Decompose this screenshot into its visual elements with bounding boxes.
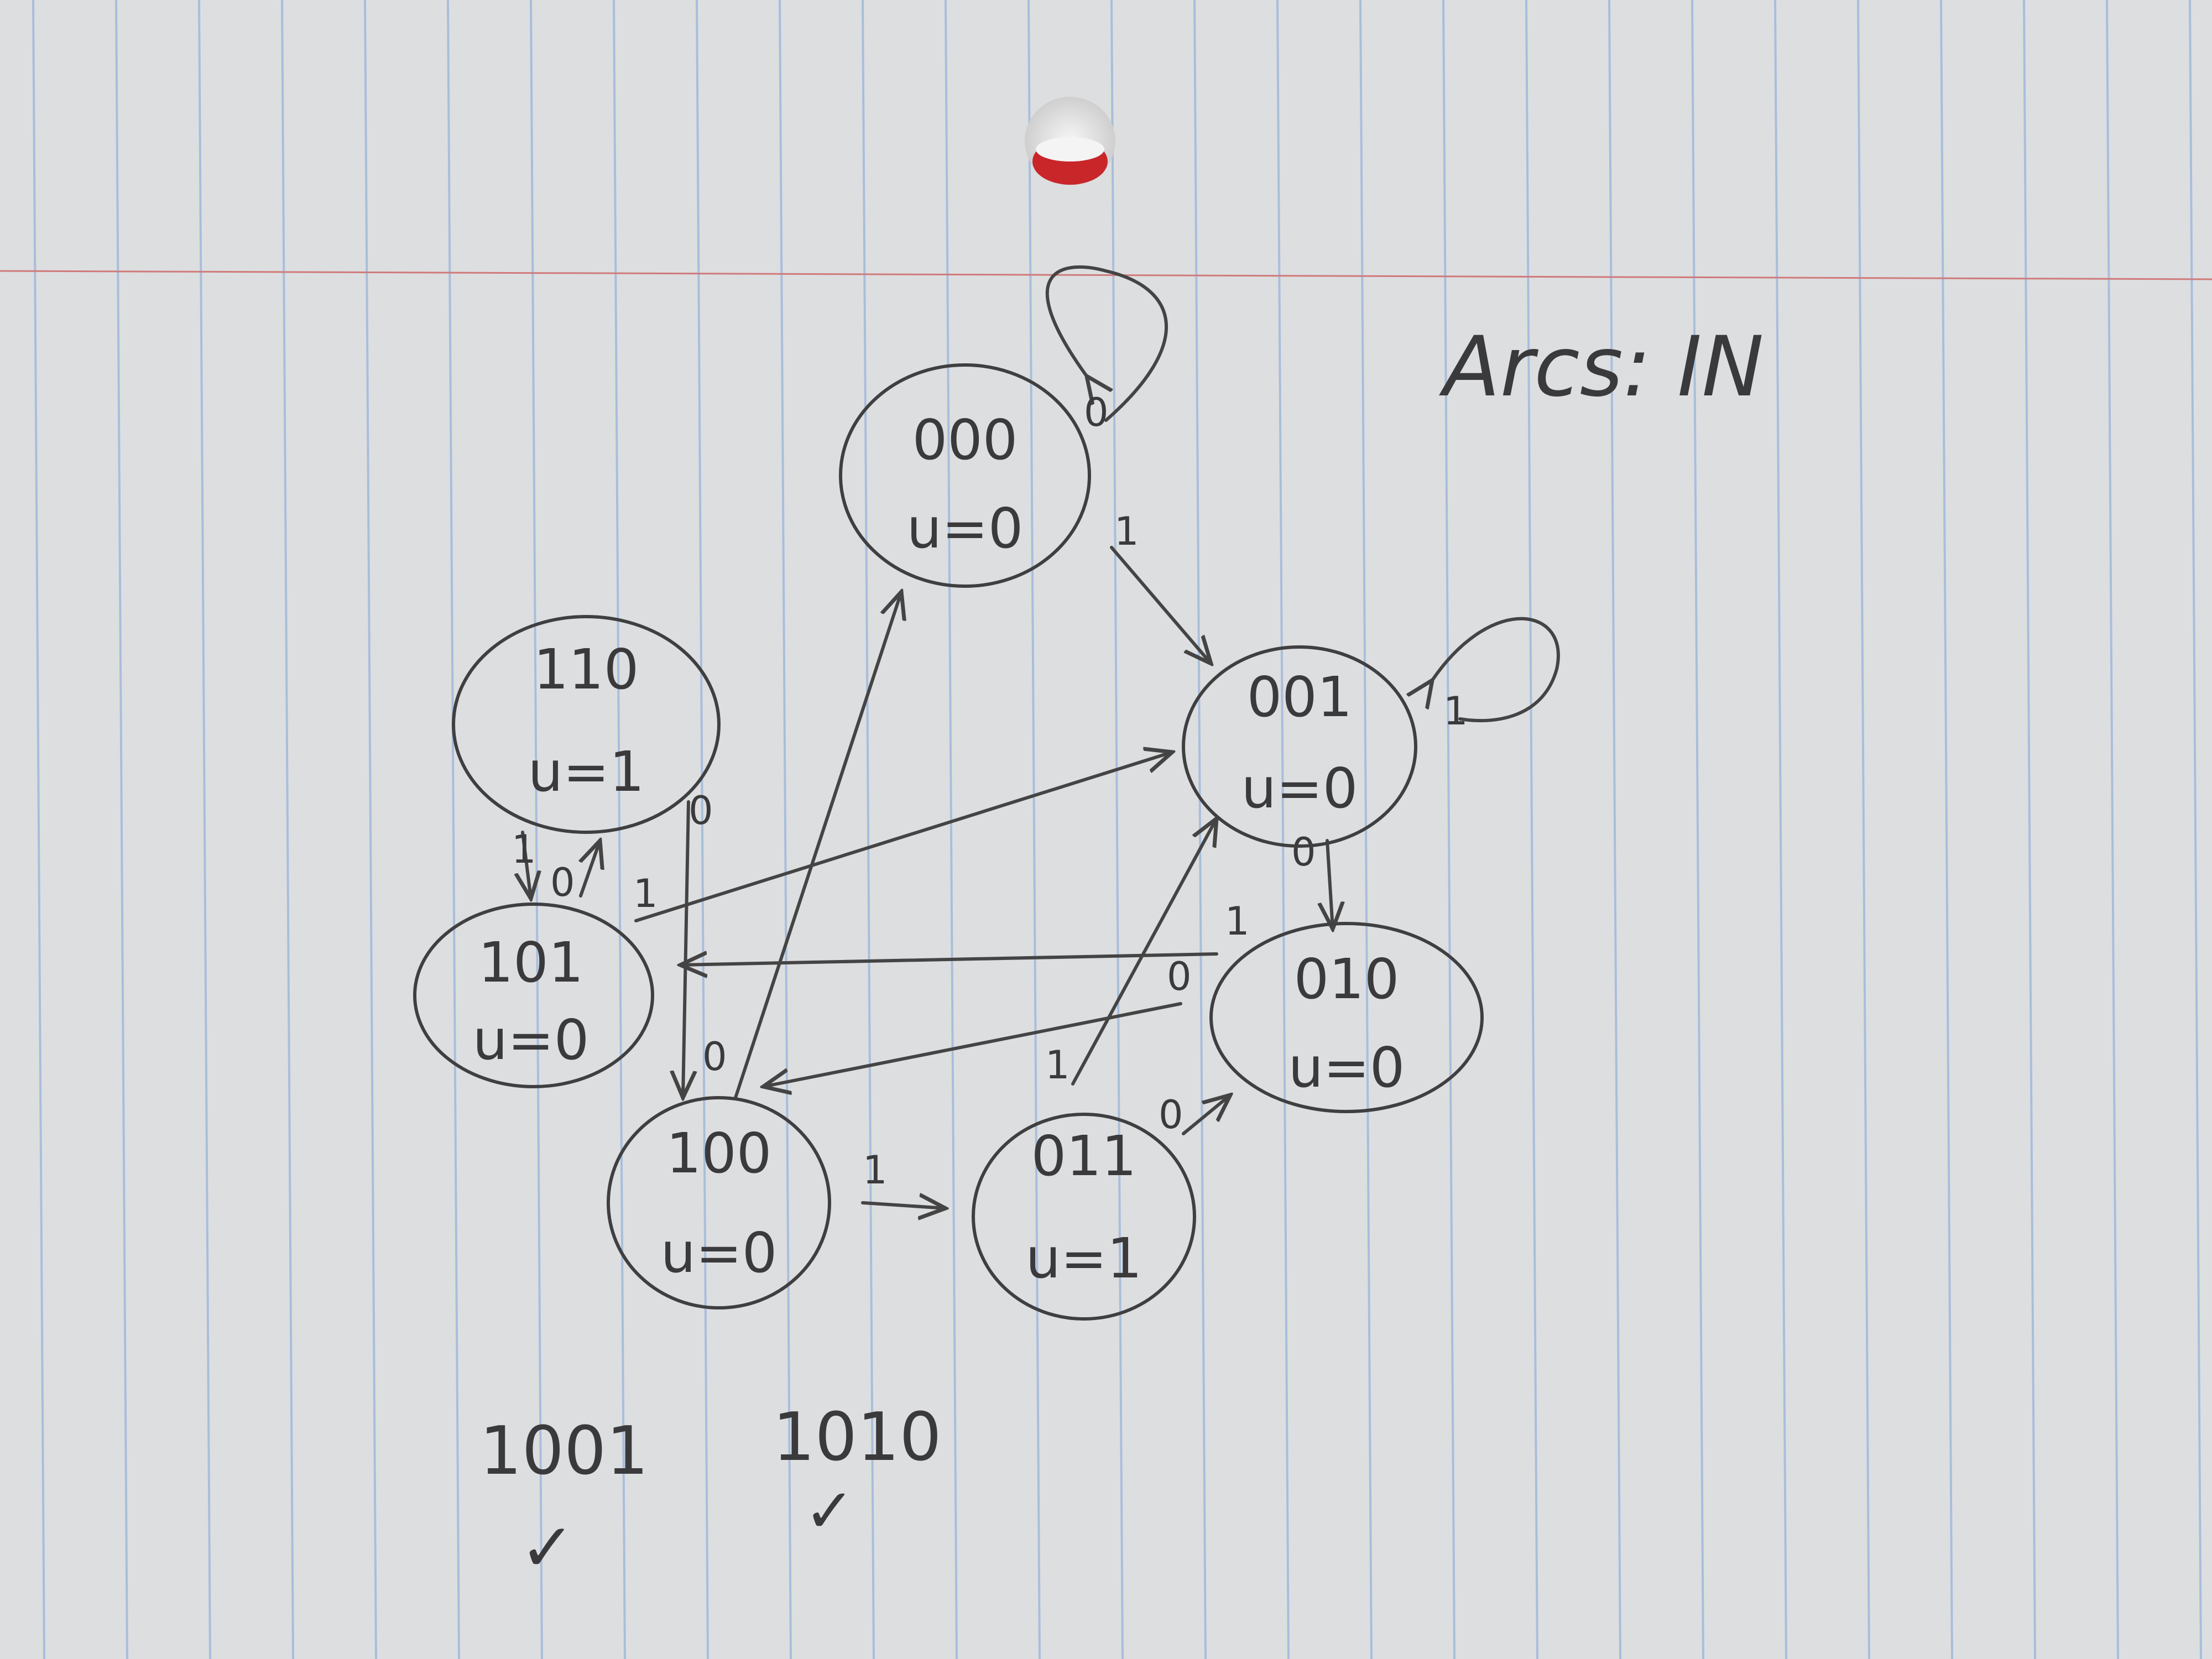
transition-110-100: [683, 800, 688, 1098]
state-output: u=0: [661, 1220, 778, 1285]
transition-000-self: [1045, 265, 1168, 422]
state-output: u=0: [1241, 756, 1358, 821]
test-sequence-1010: 1010 ✓: [773, 1399, 941, 1546]
state-output: u=0: [473, 1008, 589, 1072]
ruled-line: [281, 0, 294, 1659]
label-010-101: 1: [1225, 899, 1250, 944]
sequence-value: 1001: [479, 1413, 648, 1490]
test-sequence-1001: 1001 ✓: [479, 1413, 648, 1587]
state-000: 000 u=0: [839, 363, 1091, 588]
ruled-line: [32, 0, 45, 1659]
state-circle: [839, 363, 1091, 588]
state-code: 011: [1031, 1124, 1137, 1188]
state-circle: [452, 615, 721, 834]
transition-010-101: [680, 954, 1218, 965]
ruled-line: [1774, 0, 1787, 1659]
label-100-000: 0: [702, 1034, 727, 1079]
state-circle: [1182, 645, 1417, 848]
transition-101-001: [634, 752, 1172, 922]
transition-000-001: [1110, 546, 1211, 664]
label-110-100: 0: [688, 788, 713, 833]
state-code: 000: [912, 408, 1018, 472]
ruled-line: [696, 0, 709, 1659]
state-101: 101 u=0: [413, 902, 654, 1088]
label-011-010: 0: [1159, 1092, 1183, 1138]
label-000-001: 1: [1114, 509, 1139, 554]
ruled-line: [1940, 0, 1953, 1659]
transition-100-011: [861, 1203, 946, 1208]
ruled-line: [447, 0, 460, 1659]
ruled-line: [198, 0, 211, 1659]
state-code: 001: [1247, 665, 1353, 729]
label-100-011: 1: [863, 1147, 888, 1193]
ruled-line: [364, 0, 377, 1659]
transition-011-010: [1182, 1095, 1230, 1135]
transition-labels: 0 1 1 0 1 0 0 1 0 1 1 0 1 0: [512, 390, 1468, 1193]
transition-001-self: [1432, 617, 1560, 723]
state-001: 001 u=0: [1182, 645, 1417, 848]
state-output: u=0: [1288, 1035, 1405, 1100]
state-output: u=1: [528, 739, 645, 804]
transition-100-000: [734, 592, 901, 1099]
transition-110-101: [523, 831, 531, 899]
label-101-001: 1: [633, 871, 658, 916]
transition-001-010: [1327, 839, 1333, 929]
ruled-line: [1857, 0, 1870, 1659]
state-circle: [413, 902, 654, 1088]
state-output: u=0: [907, 496, 1024, 561]
state-output: u=1: [1026, 1226, 1142, 1291]
state-100: 100 u=0: [607, 1096, 831, 1310]
transition-010-100: [763, 1002, 1182, 1087]
ruled-line: [945, 0, 958, 1659]
ruled-line: [1110, 0, 1124, 1659]
label-010-100: 0: [1167, 954, 1192, 999]
ruled-line: [1027, 0, 1041, 1659]
ruled-line: [862, 0, 875, 1659]
transition-011-001: [1071, 818, 1217, 1086]
state-code: 100: [666, 1121, 772, 1186]
label-101-110: 0: [550, 860, 575, 905]
state-010: 010 u=0: [1209, 922, 1484, 1113]
state-110: 110 u=1: [452, 615, 721, 834]
ruled-line: [530, 0, 543, 1659]
check-mark-icon: ✓: [520, 1510, 576, 1587]
label-011-001: 1: [1045, 1042, 1070, 1088]
sequence-value: 1010: [773, 1399, 941, 1476]
ruled-line: [115, 0, 128, 1659]
state-circle: [1209, 922, 1484, 1113]
label-110-101: 1: [512, 827, 536, 872]
state-code: 110: [534, 637, 639, 702]
ruled-line: [779, 0, 792, 1659]
margin-line: [0, 270, 2212, 280]
transition-arrows: [523, 265, 1560, 1208]
arcs-annotation: Arcs: IN: [1439, 319, 1764, 415]
ruled-line: [2189, 0, 2202, 1659]
label-000-self: 0: [1084, 390, 1109, 435]
check-mark-icon: ✓: [804, 1475, 855, 1546]
state-code: 101: [478, 930, 584, 995]
state-circle: [972, 1113, 1196, 1321]
state-code: 010: [1294, 947, 1400, 1011]
transition-101-110: [581, 841, 600, 898]
state-011: 011 u=1: [972, 1113, 1196, 1321]
ruled-line: [2106, 0, 2119, 1659]
state-circle: [607, 1096, 831, 1310]
label-001-010: 0: [1291, 830, 1316, 875]
label-001-self: 1: [1443, 688, 1468, 734]
punched-hole: [1025, 97, 1115, 185]
ruled-line: [2023, 0, 2036, 1659]
